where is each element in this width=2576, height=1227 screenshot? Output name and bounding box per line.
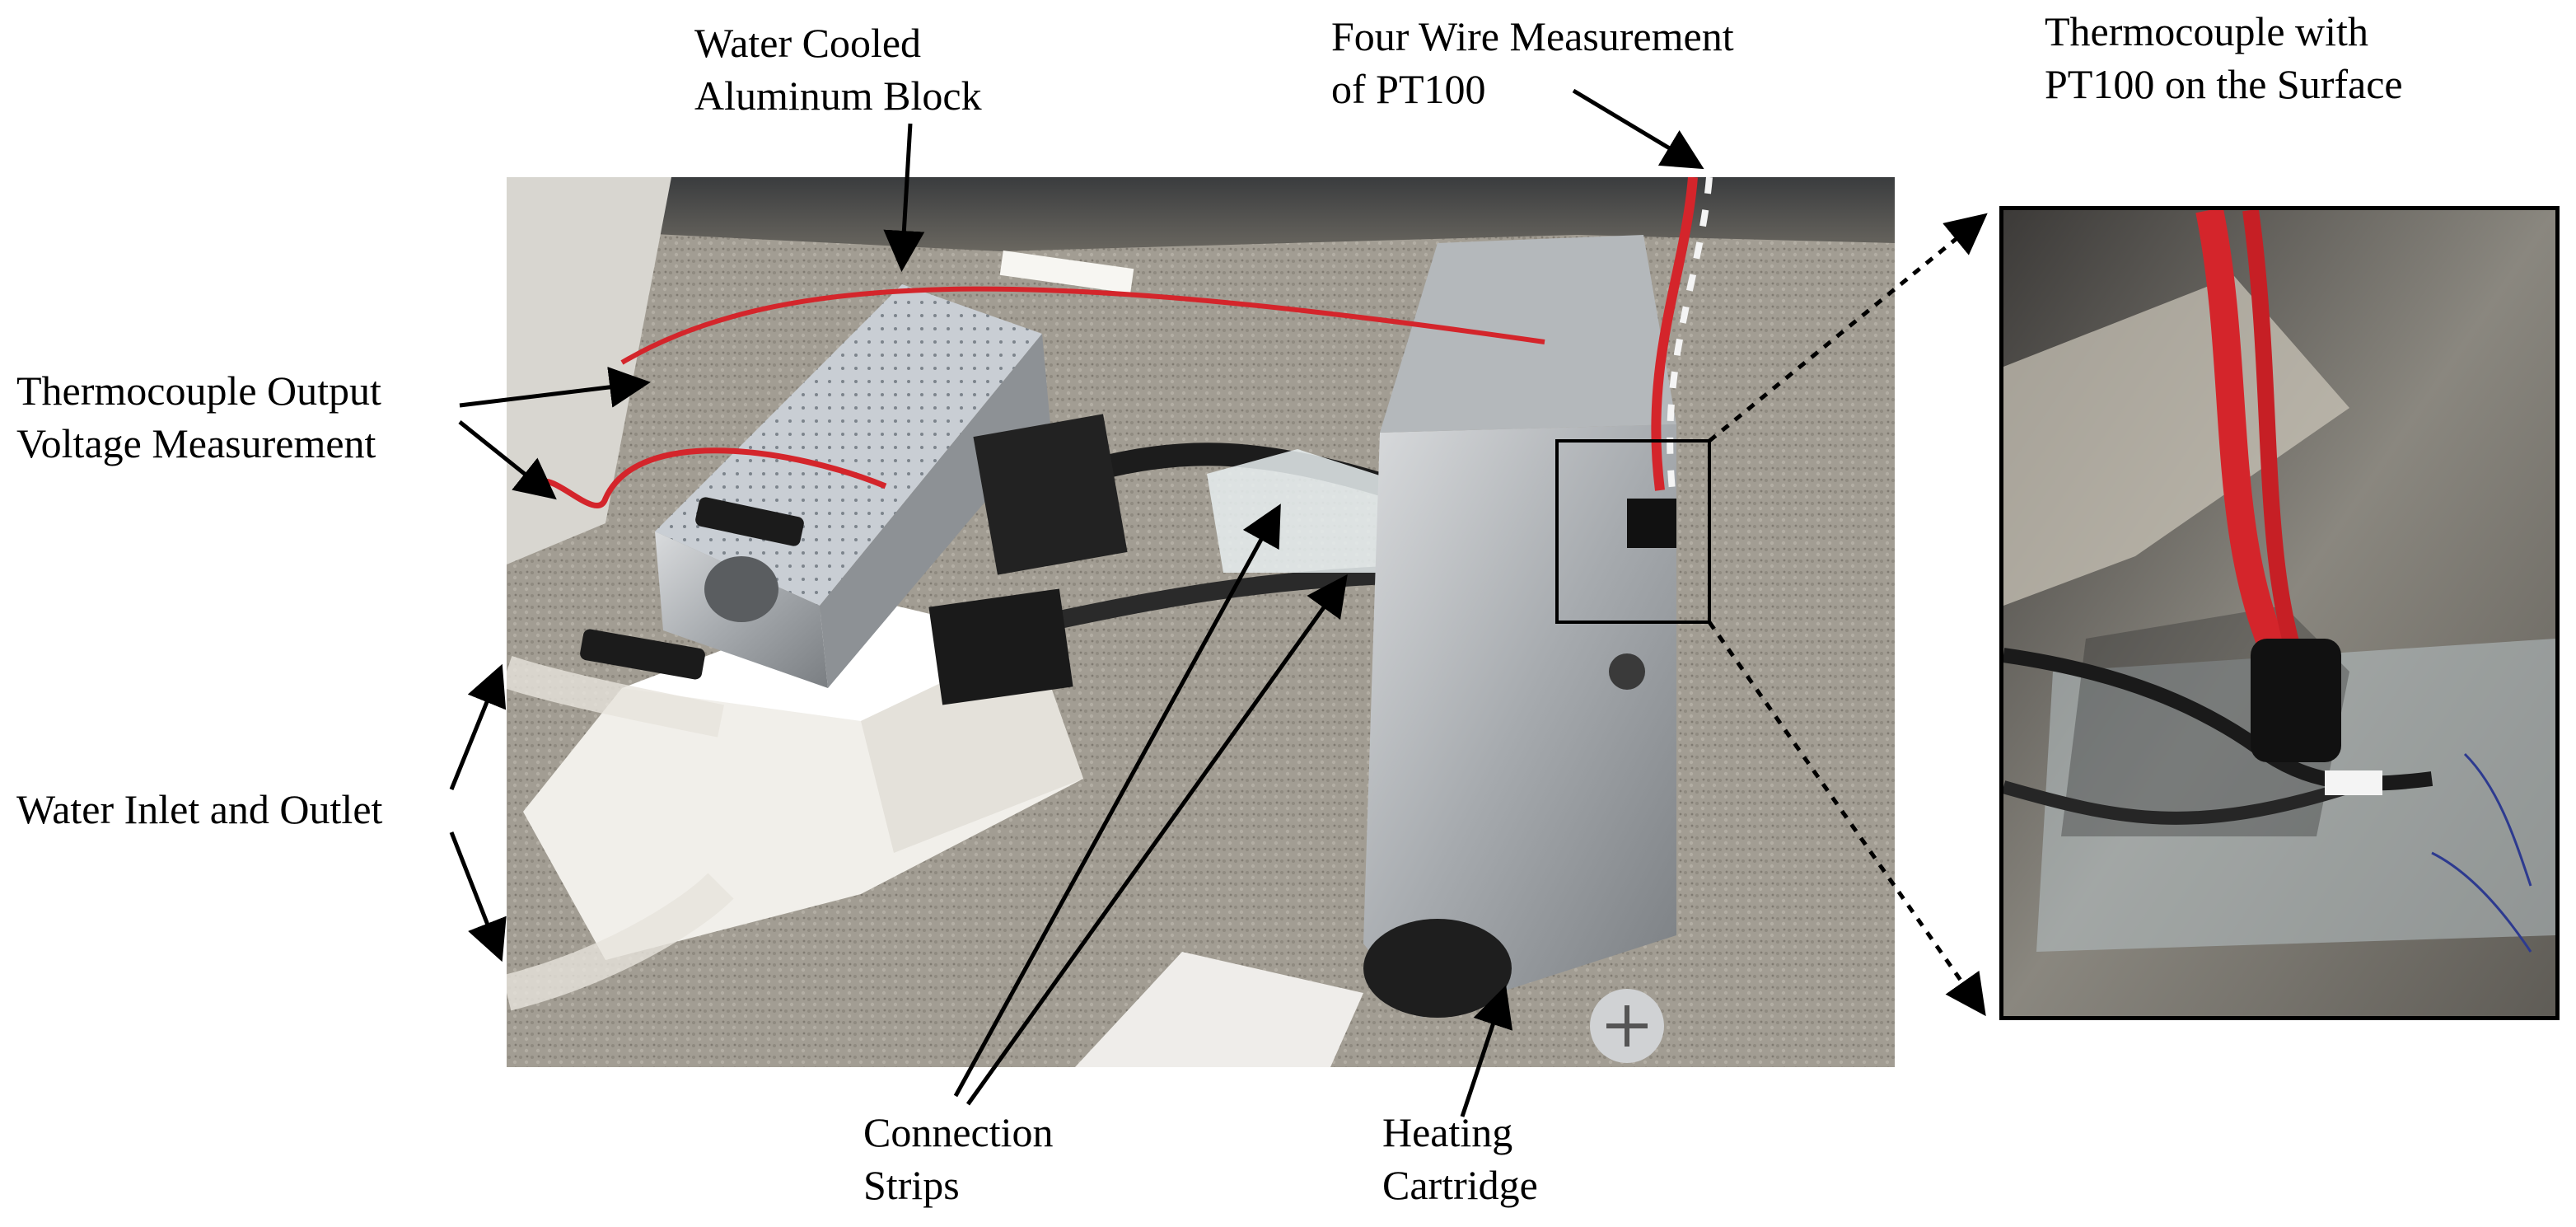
label-connection-strips-line1: Connection xyxy=(863,1109,1054,1155)
label-heating-cartridge-line2: Cartridge xyxy=(1382,1162,1538,1208)
label-thermocouple-surface-line2: PT100 on the Surface xyxy=(2045,61,2403,107)
label-water-inlet-outlet-text: Water Inlet and Outlet xyxy=(16,786,383,832)
label-thermocouple-output-line2: Voltage Measurement xyxy=(16,420,376,466)
label-thermocouple-output: Thermocouple Output Voltage Measurement xyxy=(16,364,381,470)
label-four-wire-measurement: Four Wire Measurement of PT100 xyxy=(1331,10,1734,115)
main-photo-illustration xyxy=(507,177,1895,1067)
arrow-water-outlet xyxy=(449,831,507,962)
label-heating-cartridge: Heating Cartridge xyxy=(1382,1106,1538,1211)
label-four-wire-line2: of PT100 xyxy=(1331,66,1486,112)
label-thermocouple-surface-line1: Thermocouple with xyxy=(2045,8,2368,54)
label-heating-cartridge-line1: Heating xyxy=(1382,1109,1513,1155)
inset-zoom-photo xyxy=(1999,206,2560,1020)
label-water-cooled-line2: Aluminum Block xyxy=(694,73,982,119)
main-setup-photo xyxy=(507,177,1895,1067)
label-connection-strips: Connection Strips xyxy=(863,1106,1054,1211)
label-thermocouple-output-line1: Thermocouple Output xyxy=(16,368,381,414)
label-water-cooled-line1: Water Cooled xyxy=(694,20,922,66)
inset-photo-illustration xyxy=(2003,210,2555,1016)
label-water-inlet-outlet: Water Inlet and Outlet xyxy=(16,783,382,836)
label-thermocouple-surface: Thermocouple with PT100 on the Surface xyxy=(2045,5,2403,110)
arrow-water-inlet xyxy=(449,663,507,790)
label-water-cooled-block: Water Cooled Aluminum Block xyxy=(694,16,982,122)
label-four-wire-line1: Four Wire Measurement xyxy=(1331,13,1734,59)
label-connection-strips-line2: Strips xyxy=(863,1162,960,1208)
